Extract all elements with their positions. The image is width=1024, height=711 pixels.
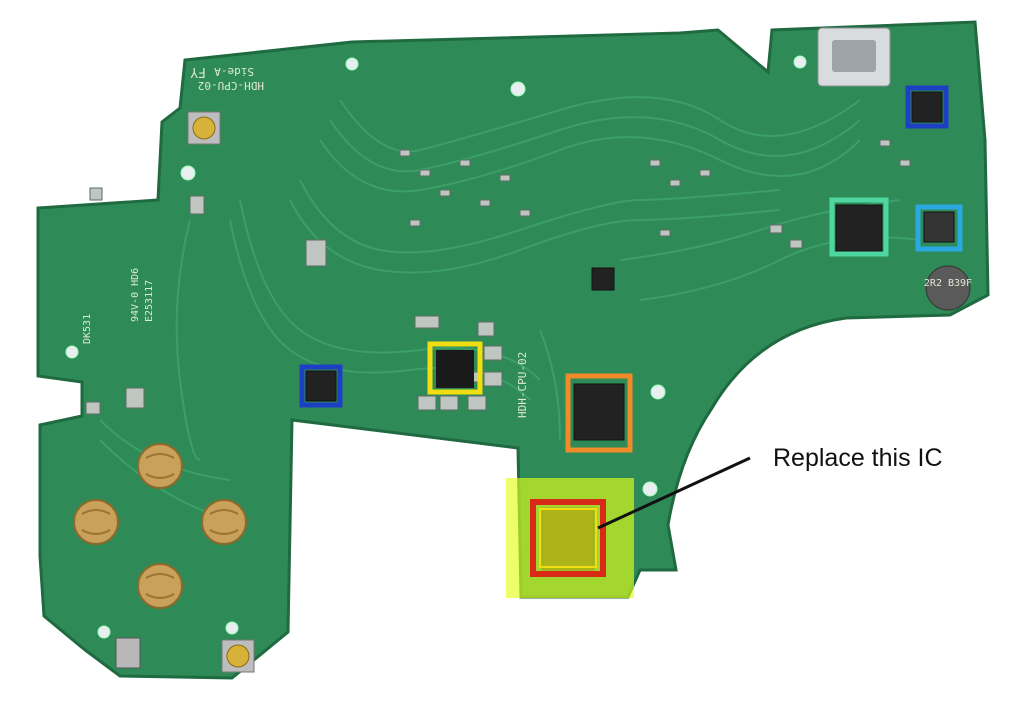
silk-cert-2: E253117 xyxy=(144,280,155,322)
silk-cert-1: 94V-0 HD6 xyxy=(130,268,141,322)
highlight-box-green xyxy=(829,197,889,257)
side-switch xyxy=(115,637,141,669)
highlight-yellow-region xyxy=(506,478,634,598)
smd-components xyxy=(85,139,911,415)
tactile-button-bottom xyxy=(221,639,255,673)
highlight-box-red-inner xyxy=(539,508,597,568)
inductor-label-1: 2R2 B39F xyxy=(924,278,972,289)
silk-corner-mark: FY xyxy=(190,64,206,79)
pcb-board xyxy=(36,20,990,680)
callout-label: Replace this IC xyxy=(773,444,943,472)
callout-line xyxy=(597,456,751,530)
silk-board-id-text: HDH-CPU-02 xyxy=(198,79,264,92)
mounting-holes xyxy=(65,55,807,639)
button-contact-pads xyxy=(73,443,247,609)
button-pad-patterns xyxy=(81,453,239,599)
highlight-box-blue-right xyxy=(905,85,949,129)
highlight-box-orange xyxy=(565,373,633,453)
usb-c-port xyxy=(817,27,891,87)
silk-cert-3: DK531 xyxy=(82,314,93,344)
tactile-button-top xyxy=(187,111,221,145)
inductor: 2R2 B39F xyxy=(924,265,972,311)
highlight-box-yellow xyxy=(427,341,483,395)
highlight-box-blue-left xyxy=(299,364,343,408)
highlight-box-cyan xyxy=(915,204,963,252)
ic-chip-yellow xyxy=(436,350,474,388)
silk-board-id: HDH-CPU-02 xyxy=(516,352,529,418)
highlight-box-red-outer xyxy=(530,499,606,577)
silk-side-text: Side-A xyxy=(214,65,254,78)
ic-chip-cyan xyxy=(923,211,955,243)
